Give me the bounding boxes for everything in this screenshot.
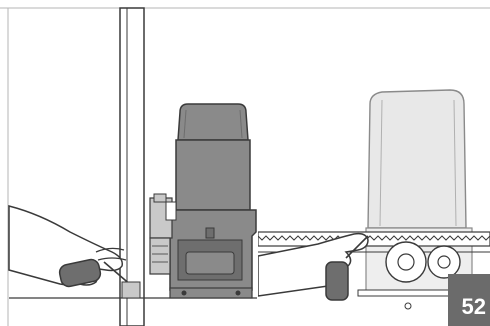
hand-with-spray-can xyxy=(9,206,132,288)
left-illustration-panel xyxy=(0,0,258,326)
page-number-badge: 52 xyxy=(448,274,490,326)
motor-unit xyxy=(150,104,256,298)
gate-motor-front-illustration xyxy=(0,0,258,326)
